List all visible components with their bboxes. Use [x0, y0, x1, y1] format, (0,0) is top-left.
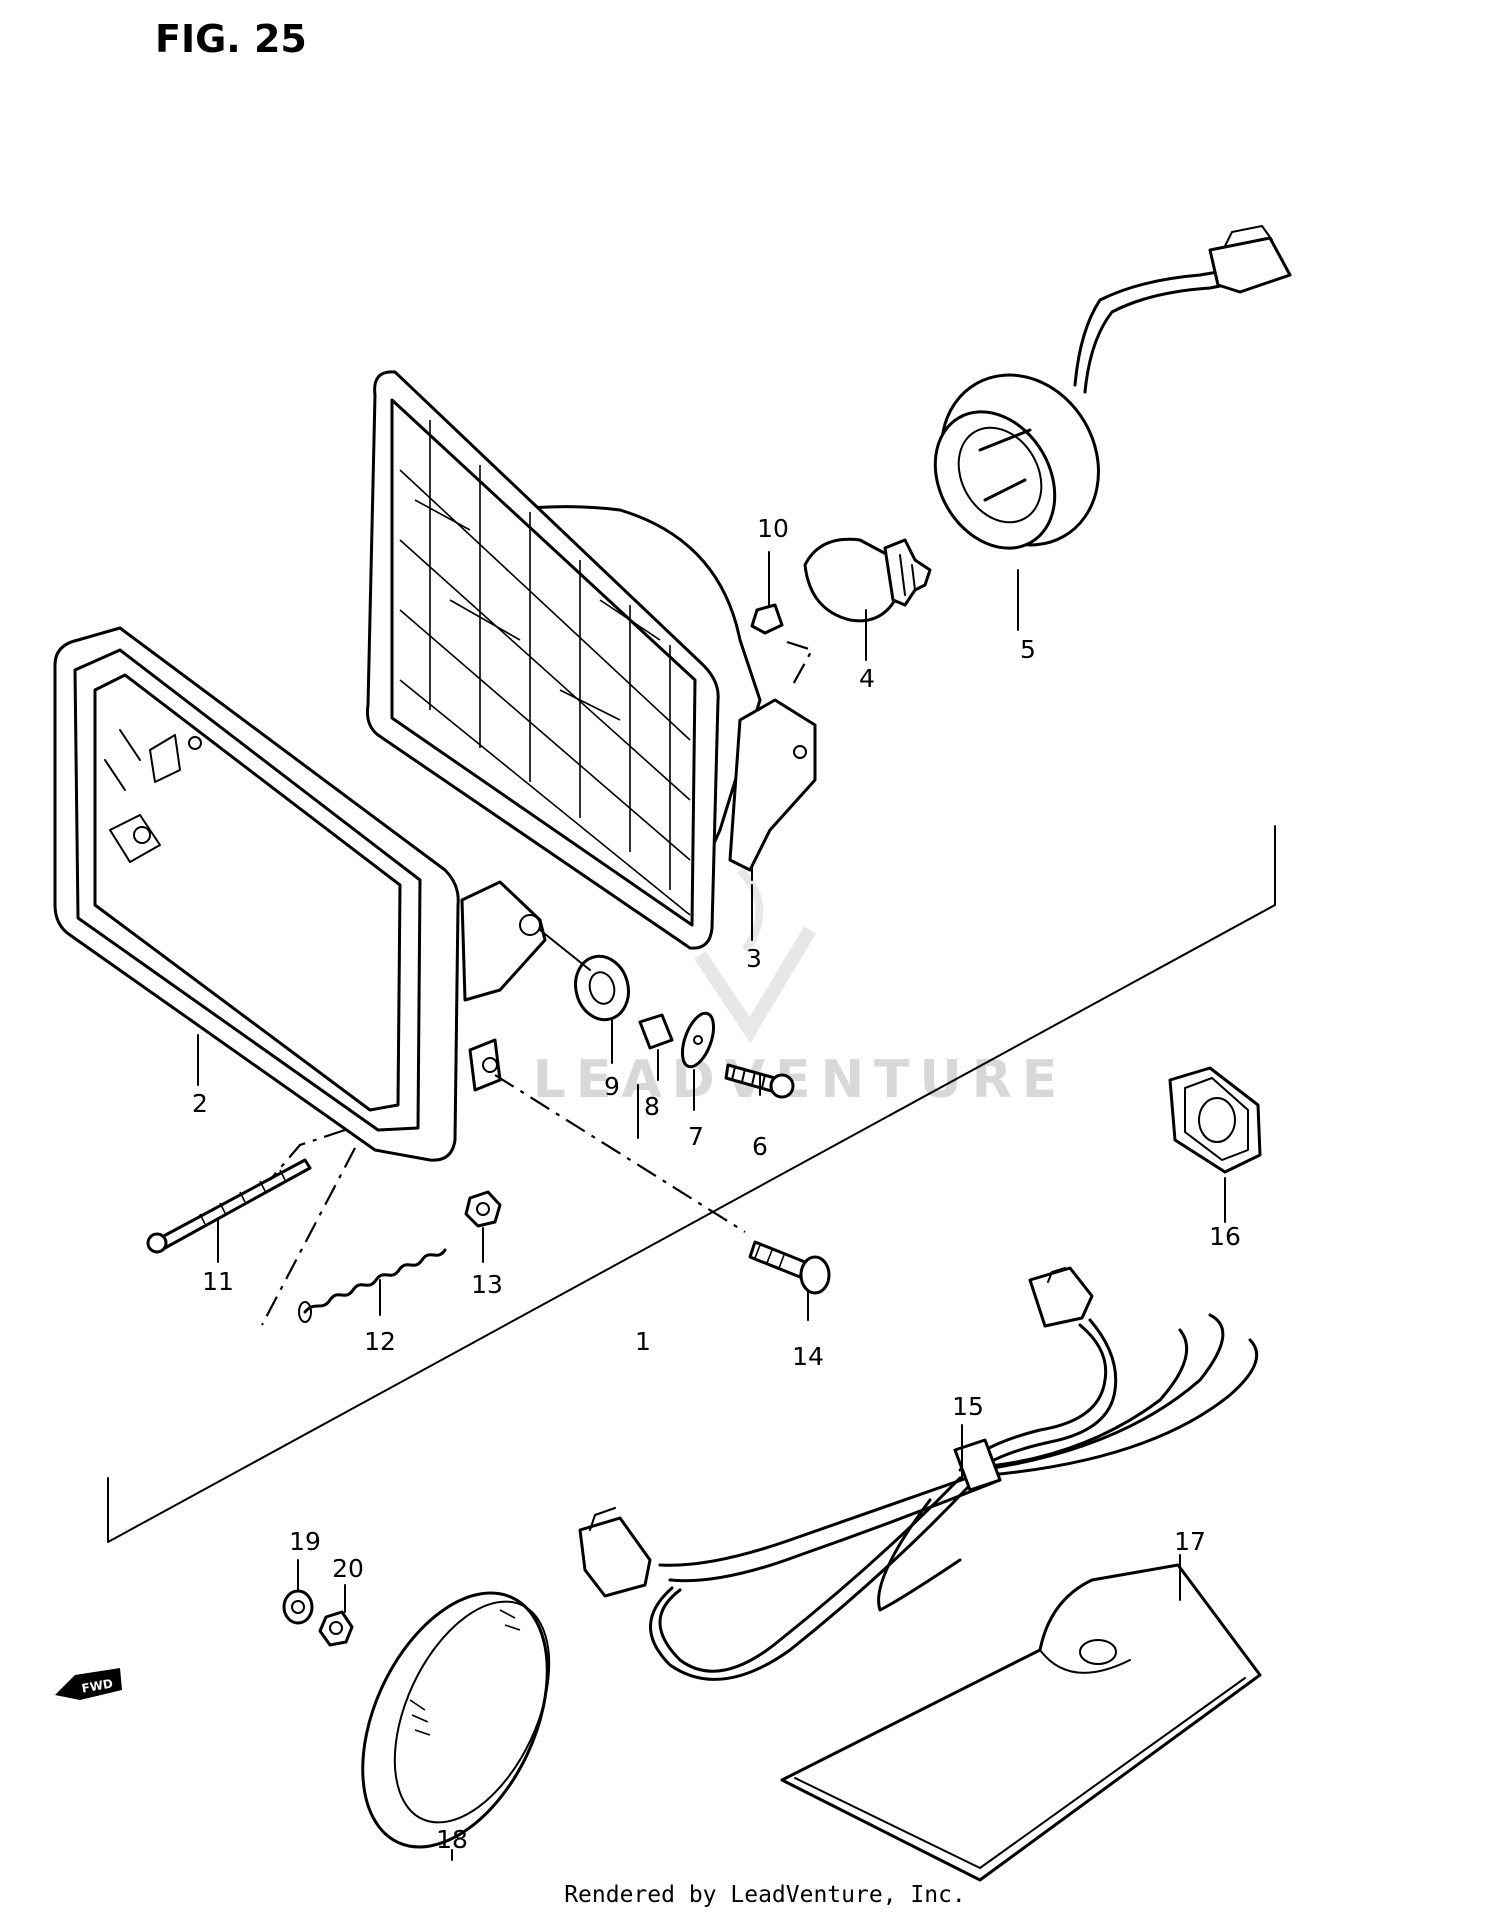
washer-20	[318, 1610, 354, 1647]
watermark-logo	[694, 867, 817, 1044]
leader-axis-6	[539, 929, 591, 971]
callout-11: 11	[202, 1267, 234, 1296]
callout-19: 19	[289, 1527, 321, 1556]
sealed-beam-unit	[366, 370, 817, 950]
bolt-14	[748, 1240, 831, 1295]
bulb-socket	[933, 225, 1292, 550]
callout-7: 7	[688, 1122, 704, 1151]
callout-1: 1	[635, 1327, 651, 1356]
callout-16: 16	[1209, 1222, 1241, 1251]
lens-cap-18	[361, 1591, 551, 1849]
callout-10: 10	[757, 514, 789, 543]
callout-13: 13	[471, 1270, 503, 1299]
screw-6	[724, 1063, 795, 1099]
callout-20: 20	[332, 1554, 364, 1583]
assembly-bracket	[107, 825, 1276, 1543]
callout-9: 9	[604, 1072, 620, 1101]
leader-14-dashed	[494, 1074, 746, 1233]
spring-12	[298, 1248, 447, 1323]
headlight-case	[53, 626, 547, 1162]
callout-18: 18	[436, 1825, 468, 1854]
storage-pouch-17	[780, 1563, 1262, 1882]
callout-5: 5	[1020, 635, 1036, 664]
callout-2: 2	[192, 1089, 208, 1118]
long-screw-11	[146, 1158, 312, 1254]
leader-10-dashed	[786, 640, 814, 691]
callout-leaders	[197, 551, 1226, 1861]
nut-10	[750, 603, 784, 635]
collar-8	[638, 1013, 674, 1050]
callout-3: 3	[746, 944, 762, 973]
callout-4: 4	[859, 664, 875, 693]
nut-19	[282, 1589, 314, 1625]
fwd-arrow-icon: FWD	[55, 1668, 122, 1700]
callout-8: 8	[644, 1092, 660, 1121]
footer-credit: Rendered by LeadVenture, Inc.	[564, 1882, 966, 1908]
headlight-bulb	[803, 537, 932, 623]
callout-12: 12	[364, 1327, 396, 1356]
nut-13	[464, 1190, 502, 1228]
wiring-harness-15	[578, 1266, 1259, 1681]
rubber-grommet-16	[1168, 1066, 1262, 1174]
watermark-text: LEADVENTURE	[533, 1050, 1068, 1110]
grommet-9	[574, 954, 630, 1022]
leader-11-12-dashed	[261, 1128, 356, 1326]
fwd-label: FWD	[81, 1676, 114, 1695]
callout-17: 17	[1174, 1527, 1206, 1556]
washer-7	[680, 1011, 716, 1069]
callout-14: 14	[792, 1342, 824, 1371]
callout-15: 15	[952, 1392, 984, 1421]
callout-6: 6	[752, 1132, 768, 1161]
figure-title: FIG. 25	[155, 17, 307, 61]
